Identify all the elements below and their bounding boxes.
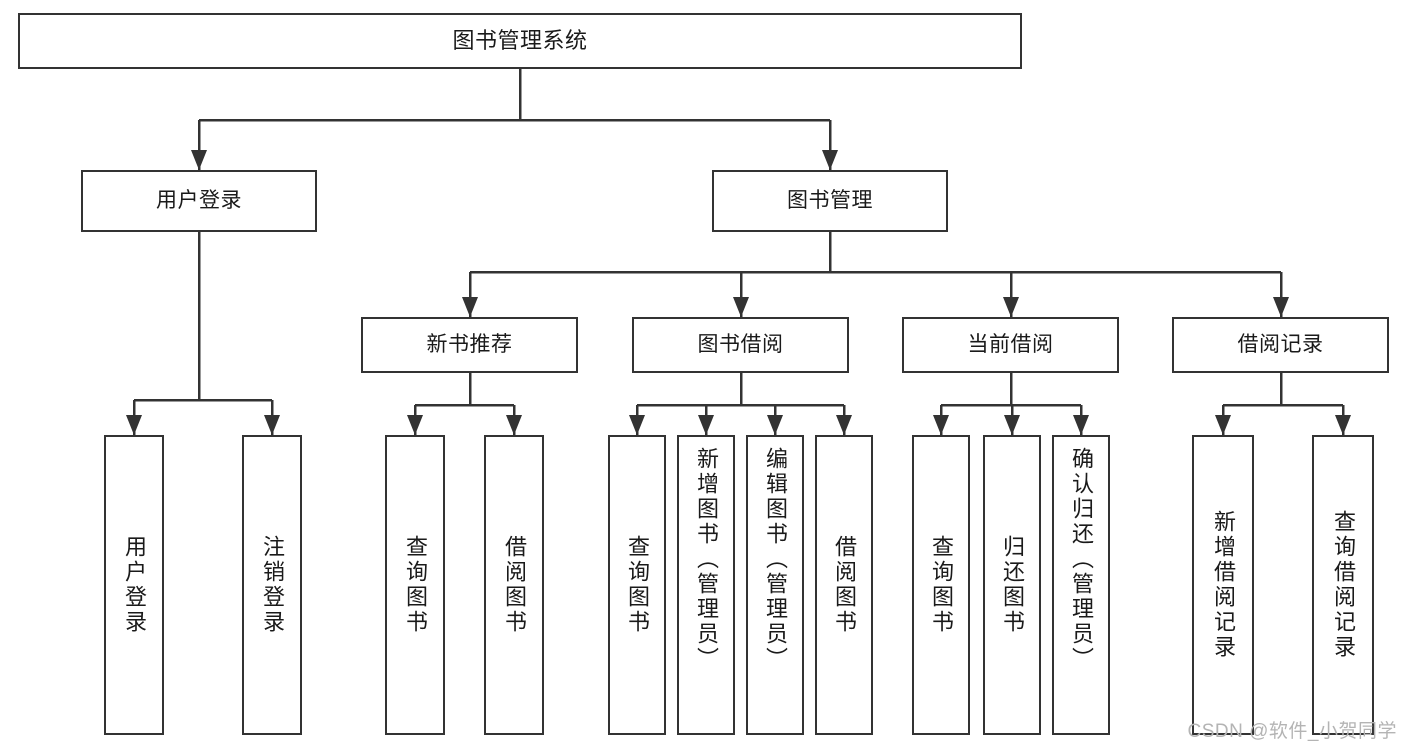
edge-arrowhead	[836, 415, 852, 435]
node-leaf-edit-book[interactable]: 编辑图书（管理员）	[746, 435, 804, 735]
edge-arrowhead	[1004, 415, 1020, 435]
node-label: 归还图书	[999, 535, 1025, 635]
edge-arrowhead	[1215, 415, 1231, 435]
edge-arrowhead	[1335, 415, 1351, 435]
node-label: 图书借阅	[697, 332, 784, 356]
node-label: 查询图书	[928, 535, 954, 635]
edge-arrowhead	[506, 415, 522, 435]
edge-arrowhead	[698, 415, 714, 435]
watermark: CSDN @软件_小贺同学	[1187, 721, 1397, 742]
node-label: 当前借阅	[967, 332, 1054, 356]
node-root[interactable]: 图书管理系统	[18, 13, 1022, 69]
node-leaf-query-book-1[interactable]: 查询图书	[385, 435, 445, 735]
node-label: 确认归还（管理员）	[1068, 447, 1094, 672]
edge-arrowhead	[407, 415, 423, 435]
node-leaf-query-record[interactable]: 查询借阅记录	[1312, 435, 1374, 735]
node-borrow-record[interactable]: 借阅记录	[1172, 317, 1389, 373]
node-current-borrow[interactable]: 当前借阅	[902, 317, 1119, 373]
edge-arrowhead	[126, 415, 142, 435]
edge-arrowhead	[733, 297, 749, 317]
node-label: 借阅图书	[501, 535, 527, 635]
node-label: 新增图书（管理员）	[693, 447, 719, 672]
edge-arrowhead	[264, 415, 280, 435]
node-leaf-query-book-2[interactable]: 查询图书	[608, 435, 666, 735]
node-label: 查询图书	[402, 535, 428, 635]
node-label: 图书管理系统	[452, 28, 588, 54]
edge-arrowhead	[933, 415, 949, 435]
node-leaf-add-record[interactable]: 新增借阅记录	[1192, 435, 1254, 735]
node-label: 新增借阅记录	[1210, 510, 1236, 660]
node-leaf-query-book-3[interactable]: 查询图书	[912, 435, 970, 735]
edge-arrowhead	[767, 415, 783, 435]
node-label: 查询图书	[624, 535, 650, 635]
node-label: 借阅记录	[1237, 332, 1324, 356]
node-leaf-add-book[interactable]: 新增图书（管理员）	[677, 435, 735, 735]
edge-arrowhead	[462, 297, 478, 317]
node-leaf-confirm-return[interactable]: 确认归还（管理员）	[1052, 435, 1110, 735]
node-label: 用户登录	[121, 535, 147, 635]
node-leaf-borrow-book-2[interactable]: 借阅图书	[815, 435, 873, 735]
edge-arrowhead	[822, 150, 838, 170]
edge-arrowhead	[1273, 297, 1289, 317]
edge-arrowhead	[629, 415, 645, 435]
node-new-book-recommend[interactable]: 新书推荐	[361, 317, 578, 373]
node-label: 注销登录	[259, 535, 285, 635]
node-leaf-logout[interactable]: 注销登录	[242, 435, 302, 735]
node-book-borrow[interactable]: 图书借阅	[632, 317, 849, 373]
node-user-login[interactable]: 用户登录	[81, 170, 317, 232]
node-book-manage[interactable]: 图书管理	[712, 170, 948, 232]
node-leaf-return-book[interactable]: 归还图书	[983, 435, 1041, 735]
node-leaf-user-login[interactable]: 用户登录	[104, 435, 164, 735]
edge-arrowhead	[1003, 297, 1019, 317]
node-label: 编辑图书（管理员）	[762, 447, 788, 672]
node-label: 新书推荐	[426, 332, 513, 356]
edge-arrowhead	[191, 150, 207, 170]
node-leaf-borrow-book-1[interactable]: 借阅图书	[484, 435, 544, 735]
node-label: 借阅图书	[831, 535, 857, 635]
node-label: 查询借阅记录	[1330, 510, 1356, 660]
node-label: 图书管理	[787, 188, 873, 212]
edge-arrowhead	[1073, 415, 1089, 435]
node-label: 用户登录	[156, 188, 242, 212]
